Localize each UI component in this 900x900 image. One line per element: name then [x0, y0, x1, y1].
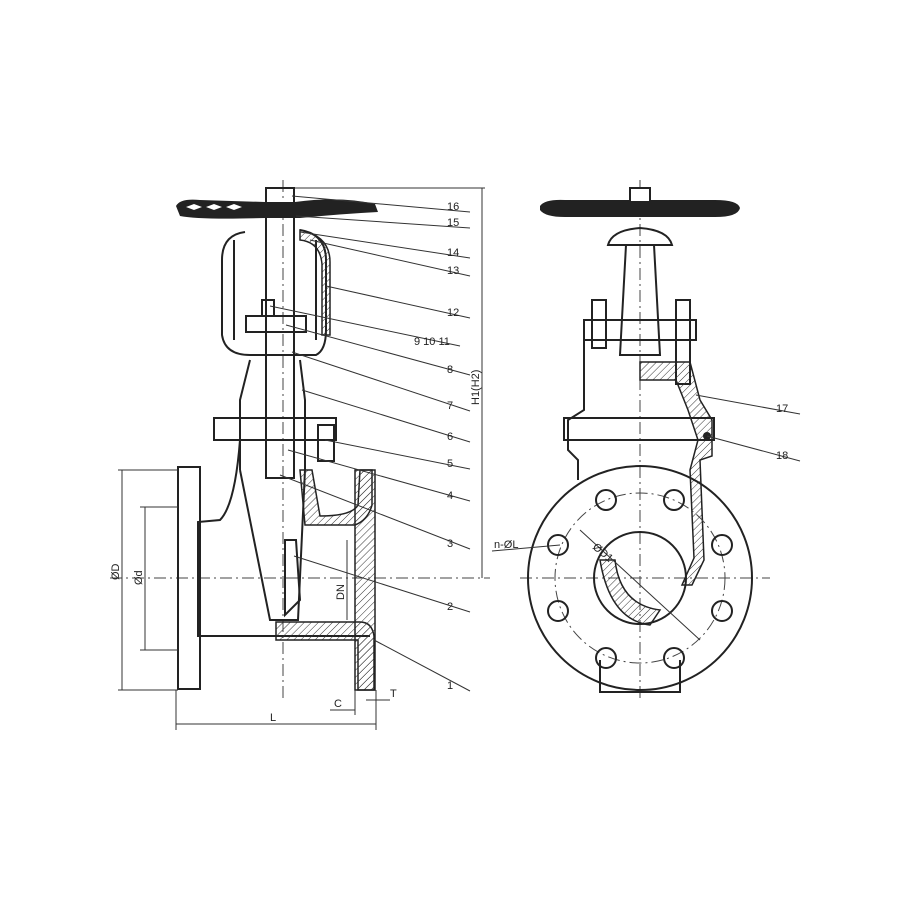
- bolt-holes: [547, 489, 733, 669]
- flange-outline: [527, 465, 753, 691]
- dim-nominal: DN: [335, 584, 347, 600]
- part-label: 13: [447, 265, 459, 277]
- part-label: 5: [447, 458, 453, 470]
- dim-bolt-holes: n-ØL: [494, 539, 518, 551]
- part-label: 3: [447, 538, 453, 550]
- dim-inner-diameter: Ød: [133, 570, 145, 585]
- part-label: 9 10 11: [414, 336, 450, 348]
- part-labels-left: 16 15 14 13 12 9 10 11 8 7 6 5 4 3 2 1: [414, 201, 459, 692]
- left-flange: [177, 466, 201, 690]
- dim-length: L: [270, 712, 276, 724]
- part-label: 2: [447, 601, 453, 613]
- bonnet-flange: [213, 417, 337, 441]
- handwheel: [176, 199, 378, 219]
- front-section-view: ØD Ød DN C T L H1(H2) 16 15 14 13: [110, 180, 490, 730]
- handwheel-side: [540, 187, 740, 217]
- yoke: [221, 229, 327, 356]
- part-label: 7: [447, 400, 453, 412]
- dim-outer-diameter: ØD: [110, 563, 122, 580]
- part-label: 14: [447, 247, 459, 259]
- part-label: 16: [447, 201, 459, 213]
- part-label: 8: [447, 364, 453, 376]
- part-label: 6: [447, 431, 453, 443]
- part-label: 12: [447, 307, 459, 319]
- right-flange: [354, 469, 376, 691]
- part-label: 4: [447, 490, 453, 502]
- part-label: 17: [776, 403, 788, 415]
- part-label: 15: [447, 217, 459, 229]
- dim-t: T: [390, 688, 397, 700]
- dim-height: H1(H2): [470, 370, 482, 405]
- part-label: 18: [776, 450, 788, 462]
- dim-c: C: [334, 698, 342, 710]
- part-label: 1: [447, 680, 453, 692]
- side-view: n-ØL ØD1 17 18: [491, 180, 801, 700]
- dimension-lines: [118, 187, 485, 730]
